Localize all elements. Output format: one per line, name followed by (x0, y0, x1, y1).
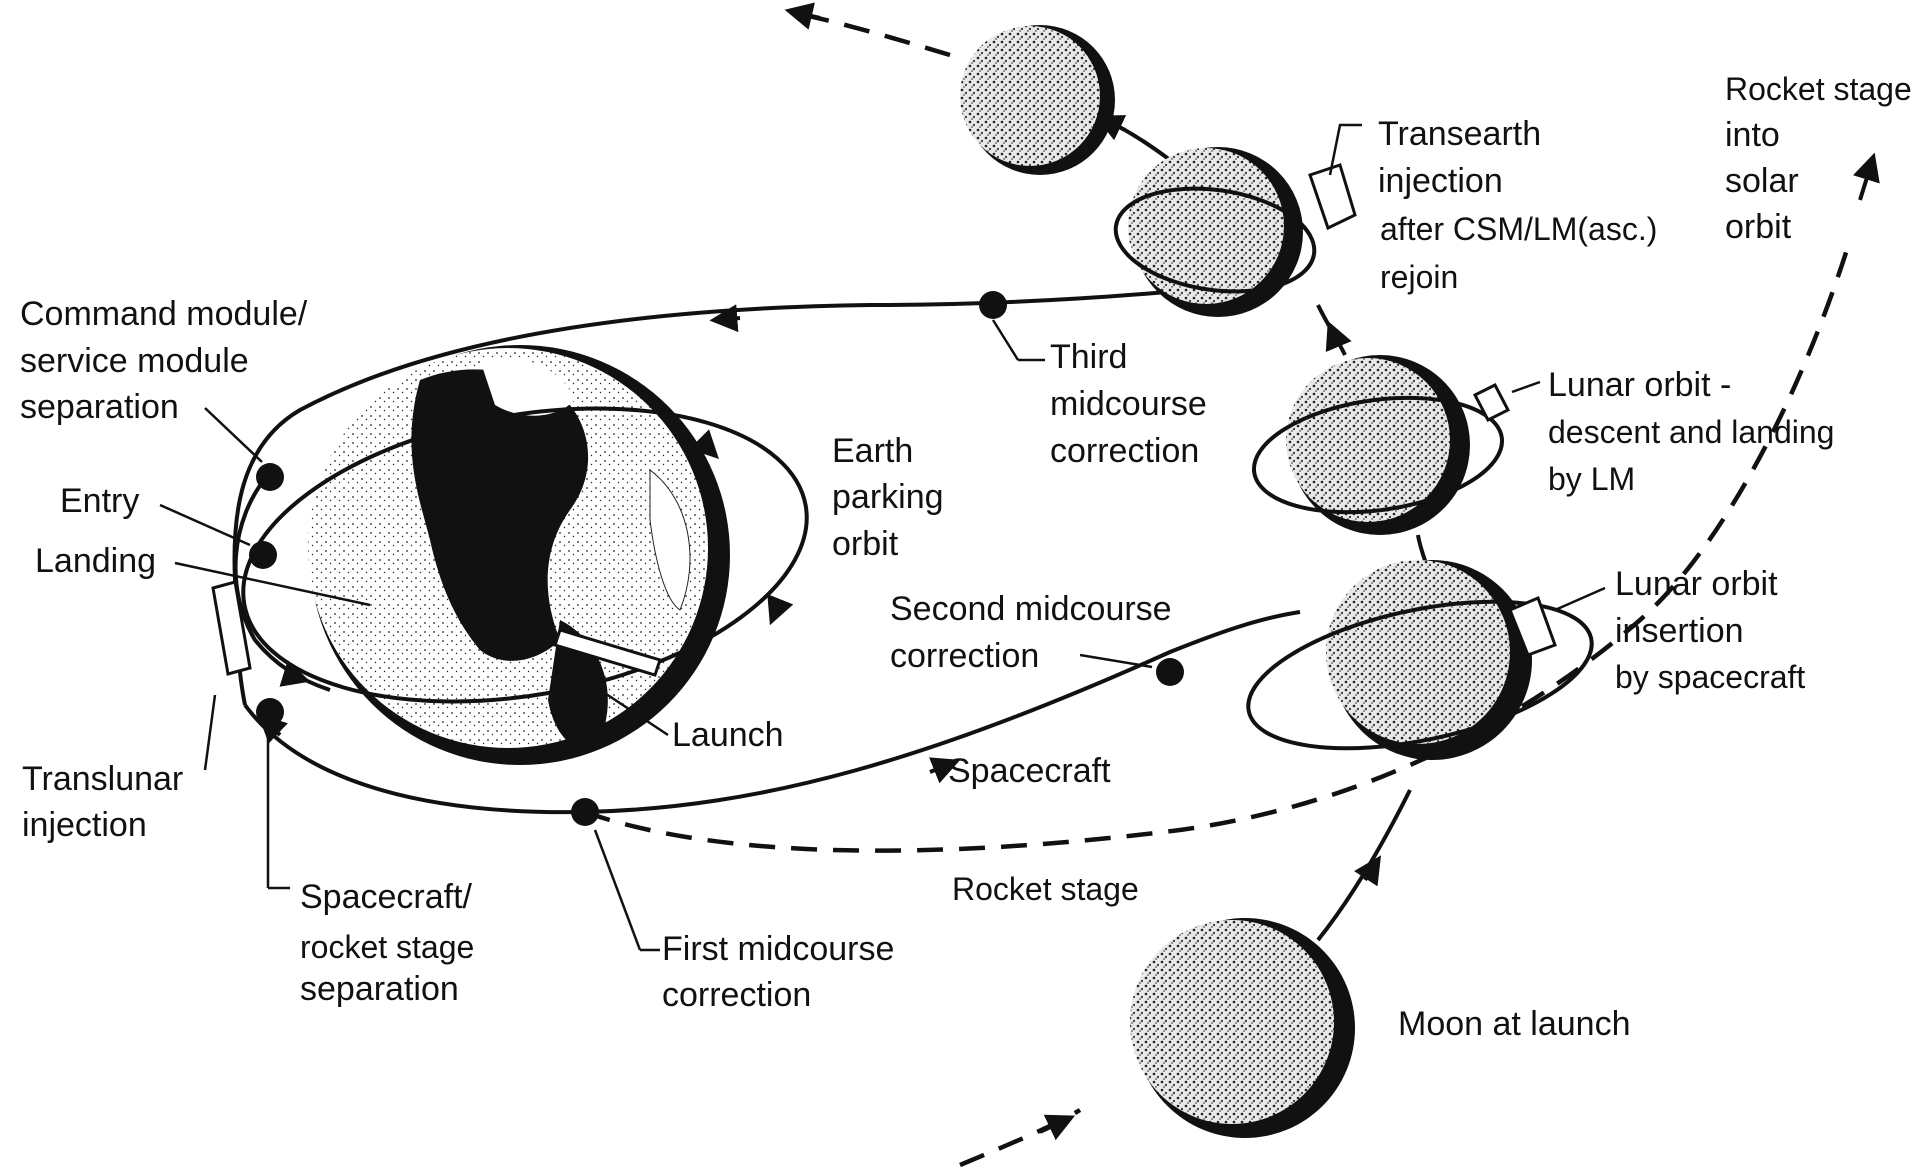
event-dot-second-midcourse (1156, 658, 1184, 686)
parking-orbit-arrow (772, 600, 780, 620)
moon-path-inbound (960, 1110, 1080, 1165)
label-third-midcourse: Third midcourse correction (1050, 338, 1216, 470)
label-spacecraft: Spacecraft (948, 752, 1111, 790)
moon-path-outbound (800, 14, 950, 55)
moon-icon (1247, 355, 1510, 535)
label-launch: Launch (672, 716, 784, 754)
label-rocket-stage-solar-orbit: Rocket stage into solar orbit (1725, 70, 1921, 246)
event-dot-first-midcourse (571, 798, 599, 826)
moon-icon (1130, 918, 1355, 1138)
label-lunar-orbit-descent: Lunar orbit - descent and landing by LM (1548, 366, 1844, 497)
moon-icon (960, 25, 1115, 175)
label-landing: Landing (35, 542, 156, 580)
event-dot-cm-sm-separation (256, 463, 284, 491)
label-cm-sm-separation: Command module/ service module separatio… (20, 295, 317, 426)
label-earth-parking-orbit: Earth parking orbit (832, 432, 953, 563)
event-dot-entry (249, 541, 277, 569)
label-first-midcourse: First midcourse correction (662, 930, 904, 1014)
label-second-midcourse: Second midcourse correction (890, 590, 1181, 675)
label-transearth-injection: Transearth injection after CSM/LM(asc.) … (1378, 115, 1667, 295)
label-translunar-injection: Translunar injection (22, 760, 193, 844)
earth-globe-icon (308, 345, 730, 765)
label-lunar-orbit-insertion: Lunar orbit insertion by spacecraft (1615, 565, 1805, 695)
event-dot-spacecraft-separation (256, 698, 284, 726)
moon-icon (1109, 147, 1355, 317)
moon-path-to-insertion (1318, 790, 1410, 940)
label-moon-at-launch: Moon at launch (1398, 1005, 1631, 1043)
label-entry: Entry (60, 482, 139, 520)
label-spacecraft-rocket-separation: Spacecraft/ rocket stage separation (300, 878, 484, 1008)
rocket-stage-trajectory (585, 240, 1850, 851)
moon-icon (1235, 560, 1604, 775)
event-dot-third-midcourse (979, 291, 1007, 319)
label-rocket-stage: Rocket stage (952, 871, 1139, 907)
